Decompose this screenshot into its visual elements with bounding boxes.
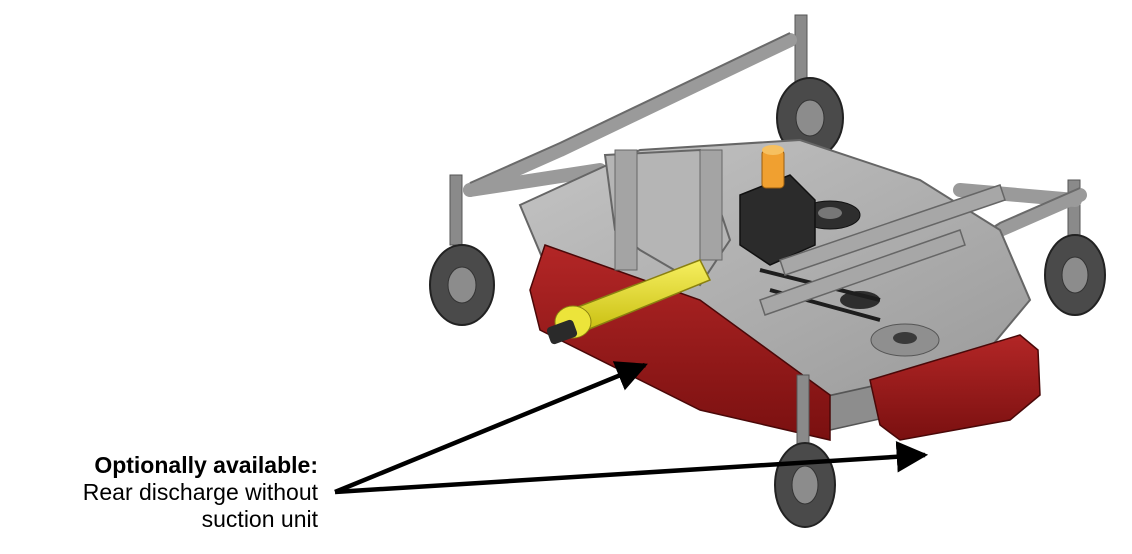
caster-wheel-rear-left — [429, 174, 495, 326]
mower-deck-illustration — [429, 14, 1106, 528]
pto-shaft — [546, 259, 712, 345]
callout-line-1: Rear discharge without — [82, 479, 318, 505]
callout-arrow — [334, 441, 929, 495]
caster-wheel-rear-far — [776, 14, 844, 159]
rear-discharge-guard-left — [529, 244, 831, 441]
gearbox — [739, 145, 816, 266]
callout-arrow — [334, 361, 648, 495]
hitch-bracket — [603, 148, 732, 287]
callout-heading: Optionally available: — [94, 452, 318, 478]
rear-discharge-guard-right — [869, 334, 1041, 441]
callout-arrows — [334, 361, 929, 495]
caster-wheel-right — [1044, 179, 1106, 316]
callout-text: Optionally available: Rear discharge wit… — [0, 452, 318, 533]
callout-line-2: suction unit — [201, 506, 318, 532]
